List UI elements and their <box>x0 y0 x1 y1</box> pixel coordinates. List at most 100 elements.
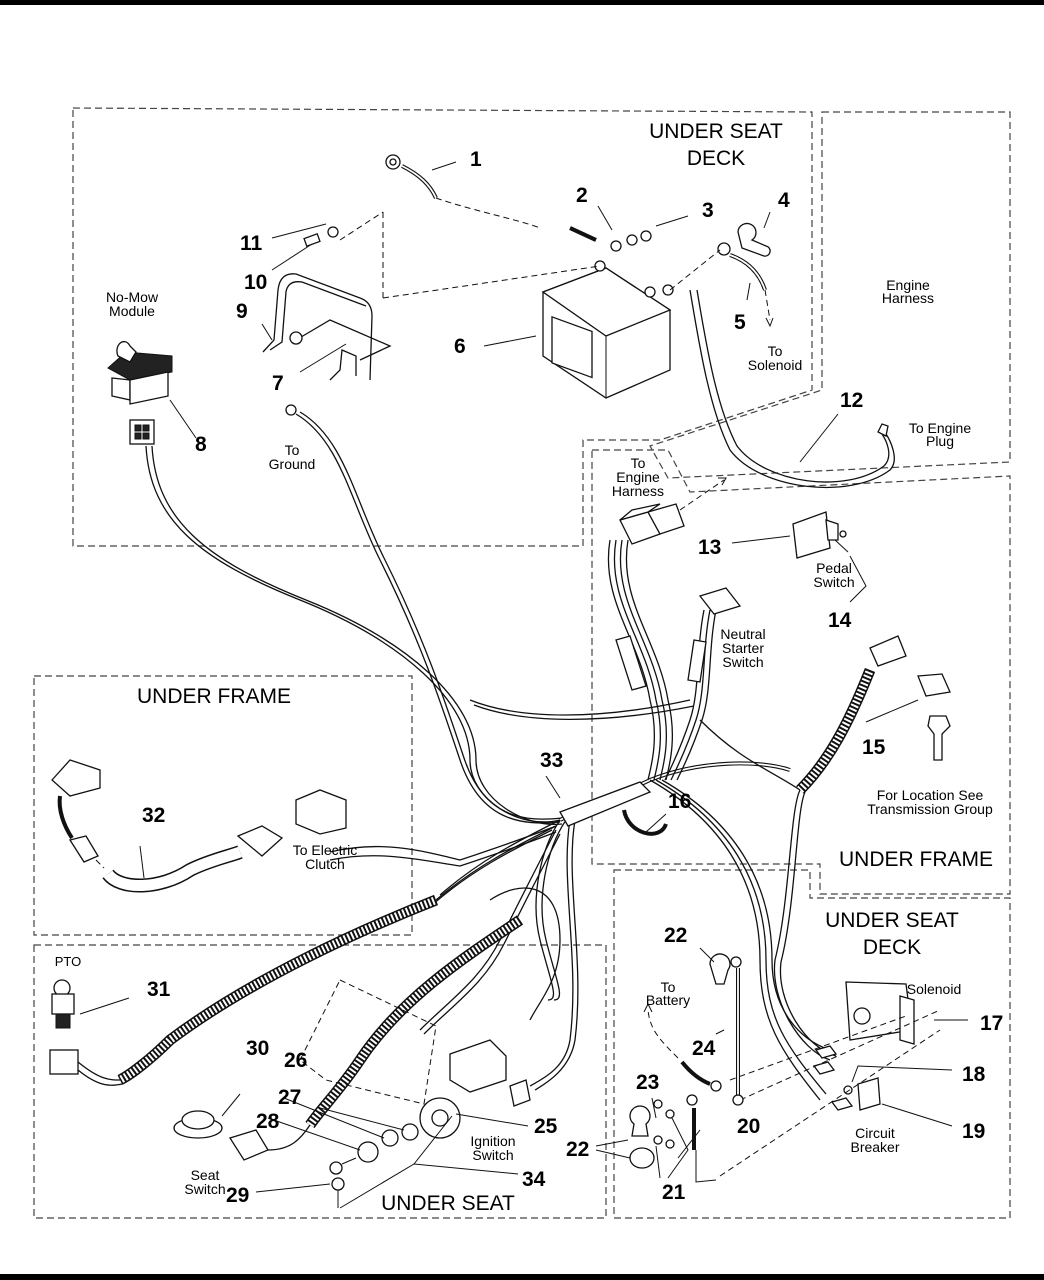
callout-20: 20 <box>737 1115 760 1138</box>
engine-plug-terminal <box>877 423 889 437</box>
callout-24: 24 <box>692 1037 716 1060</box>
callout-22-left: 22 <box>566 1138 589 1161</box>
harness-sheath <box>559 781 652 827</box>
label-ignition-switch-2: Switch <box>472 1147 513 1163</box>
part-17-solenoid <box>845 981 915 1045</box>
label-to-solenoid-1: To <box>768 343 783 359</box>
label-to-electric-clutch-2: Clutch <box>305 856 345 872</box>
label-no-mow-2: Module <box>109 303 155 319</box>
part-2-washer <box>610 240 622 252</box>
label-for-location-1: For Location See <box>877 787 984 803</box>
part-22-boot-bottom <box>629 1147 655 1169</box>
callout-34: 34 <box>522 1168 546 1191</box>
part-28-cap <box>357 1141 379 1163</box>
ground-ring-terminal <box>285 404 297 416</box>
label-to-engine-harness-3: Harness <box>612 483 664 499</box>
part-30-seat-switch <box>173 1110 223 1139</box>
seat-bracket-outline <box>299 979 437 1105</box>
part-7-hold-down-bracket <box>262 273 392 381</box>
part-5-cable-ring <box>717 242 731 256</box>
callout-29: 29 <box>226 1184 249 1207</box>
label-no-mow-1: No-Mow <box>106 289 159 305</box>
callout-numbers: 1 2 3 4 5 6 7 8 9 10 11 12 13 14 15 16 1… <box>142 148 1003 1207</box>
label-neutral-3: Switch <box>722 654 763 670</box>
callout-4: 4 <box>778 189 790 212</box>
battery-cable <box>680 1060 711 1086</box>
label-pedal-switch-2: Switch <box>813 574 854 590</box>
callout-30: 30 <box>246 1037 269 1060</box>
part-31-pto-switch <box>49 979 79 1075</box>
part-19-circuit-breaker <box>857 1077 881 1111</box>
callout-21: 21 <box>662 1181 686 1204</box>
ignition-conduit <box>305 915 524 1129</box>
callout-8: 8 <box>195 433 207 456</box>
part-21-washer-top <box>665 1109 675 1119</box>
part-23-nut <box>653 1099 663 1109</box>
callout-15: 15 <box>862 736 886 759</box>
callout-10: 10 <box>244 271 267 294</box>
callout-14: 14 <box>828 609 852 632</box>
callout-7: 7 <box>272 372 284 395</box>
part-2-cable <box>569 226 597 242</box>
callout-3: 3 <box>702 199 714 222</box>
callout-9: 9 <box>236 300 248 323</box>
label-circuit-breaker-2: Breaker <box>850 1139 899 1155</box>
descriptive-labels: No-Mow Module To Ground To Solenoid To E… <box>55 289 993 1197</box>
part-11-washer <box>327 226 339 238</box>
label-solenoid: Solenoid <box>907 981 962 997</box>
callout-17: 17 <box>980 1012 1003 1035</box>
neutral-starter-switch-connector <box>698 587 742 615</box>
label-to-engine-harness-2: Engine <box>616 469 660 485</box>
zone-under-seat <box>33 944 607 1219</box>
label-ignition-switch-1: Ignition <box>470 1133 515 1149</box>
callout-2: 2 <box>576 184 588 207</box>
callout-26: 26 <box>284 1049 307 1072</box>
part-32-clutch-harness <box>51 759 284 893</box>
label-to-battery-1: To <box>661 979 676 995</box>
callout-32: 32 <box>142 804 165 827</box>
label-to-electric-clutch-1: To Electric <box>293 842 358 858</box>
callout-31: 31 <box>147 978 171 1001</box>
zone-boundaries <box>33 107 1011 1219</box>
zone-under-seat-deck-top <box>72 107 813 547</box>
label-seat-switch-1: Seat <box>191 1167 220 1183</box>
callout-33: 33 <box>540 749 563 772</box>
zone-under-seat-deck-bottom <box>613 869 1011 1219</box>
callout-27: 27 <box>278 1086 301 1109</box>
part-5-cable <box>729 253 767 291</box>
engine-harness-connector <box>619 503 685 545</box>
callout-12: 12 <box>840 389 863 412</box>
label-to-engine-plug-1: To Engine <box>909 420 971 436</box>
callout-1: 1 <box>470 148 482 171</box>
label-to-ground-2: Ground <box>269 456 316 472</box>
part-27-washer <box>381 1129 399 1147</box>
part-26-nut <box>401 1123 419 1141</box>
label-neutral-2: Starter <box>722 640 764 656</box>
label-to-battery-2: Battery <box>646 992 690 1008</box>
label-to-solenoid-2: Solenoid <box>748 357 803 373</box>
seat-switch-connector <box>228 1129 269 1161</box>
part-15-connector <box>917 673 951 697</box>
part-1-ground-cable <box>385 154 438 199</box>
label-seat-switch-2: Switch <box>184 1181 225 1197</box>
callout-25: 25 <box>534 1115 558 1138</box>
zone-title-under-seat-deck-bottom: UNDER SEAT <box>825 909 959 932</box>
callout-6: 6 <box>454 335 466 358</box>
part-21-washer-bottom <box>665 1139 675 1149</box>
zone-under-frame-right <box>591 449 1011 895</box>
part-14-screw <box>834 539 849 553</box>
zone-title-under-frame-right: UNDER FRAME <box>839 848 993 871</box>
callout-18: 18 <box>962 1063 986 1086</box>
part-15-key <box>927 715 951 761</box>
single-wire-connector <box>509 1079 531 1107</box>
part-10-bolt <box>303 233 321 247</box>
zone-title-under-frame-left: UNDER FRAME <box>137 685 291 708</box>
part-29-keys <box>329 1157 357 1208</box>
part-20-bracket <box>695 1150 717 1183</box>
label-engine-harness-1: Engine <box>886 277 930 293</box>
callout-23: 23 <box>636 1071 659 1094</box>
part-4-terminal-boot <box>737 222 771 257</box>
label-pto: PTO <box>55 954 82 969</box>
top-rule <box>0 0 1044 5</box>
